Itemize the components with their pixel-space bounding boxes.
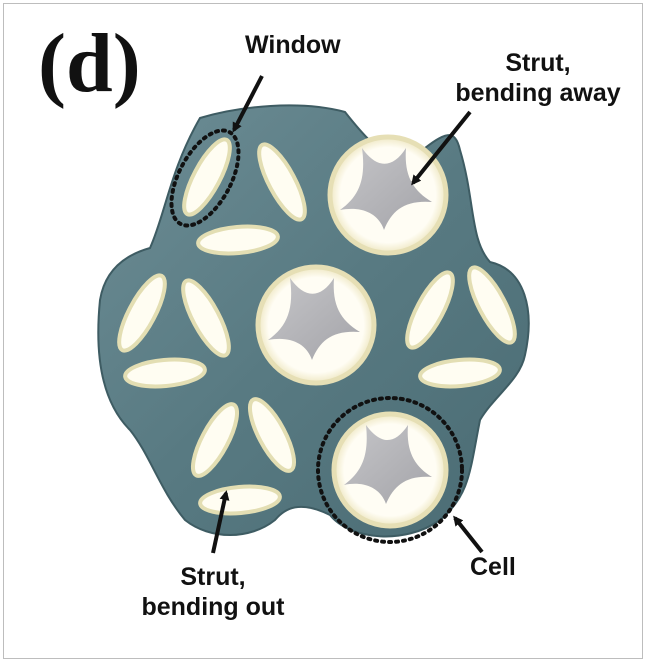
strut-bottom-right [344,425,432,504]
window [257,142,307,222]
window [418,357,502,389]
window [181,278,231,358]
window [117,273,167,353]
strut-away-label-line2: bending away [455,79,621,107]
cell-center [255,264,377,386]
window [467,265,517,345]
window-label: Window [245,30,341,60]
strut-top-right [340,148,432,230]
strut-center [268,278,360,360]
window [196,224,280,256]
arrow-strut-away [411,110,472,186]
cell-top-right [327,134,449,256]
strut-out-label: Strut, bending out [128,562,298,622]
windows [117,137,517,516]
cell-label-text: Cell [470,553,516,581]
strut-out-label-line2: bending out [141,593,285,621]
cell-highlight [316,396,464,544]
window-highlight [169,128,241,228]
window-label-text: Window [245,31,341,59]
window [182,137,232,217]
strut-away-label-line1: Strut, [505,49,571,77]
arrow-strut-out [211,490,230,554]
arrow-cell [453,515,484,554]
cell-label: Cell [470,552,516,582]
strut-away-label: Strut, bending away [448,48,628,108]
window [190,402,240,478]
cell-bottom-right [331,411,449,529]
panel-label: (d) [38,17,141,110]
strut-out-label-line1: Strut, [180,563,246,591]
arrow-window [232,75,264,133]
window [123,357,207,389]
window [247,397,297,473]
window [405,270,455,350]
